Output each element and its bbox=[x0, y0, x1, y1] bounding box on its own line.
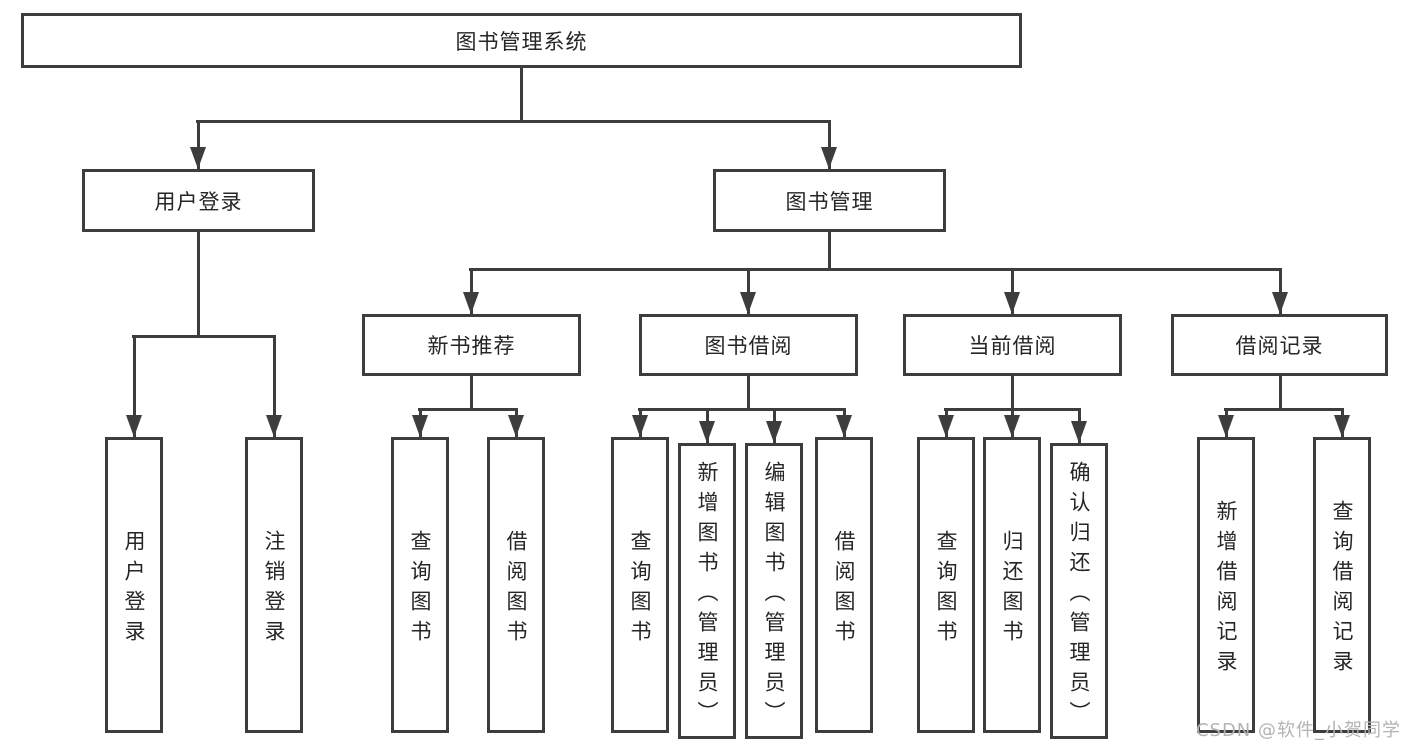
arrowhead-down-icon bbox=[632, 415, 648, 437]
connector-stub-line bbox=[469, 376, 473, 411]
leaf-confirm-return-admin: 确认归还（管理员） bbox=[1050, 443, 1108, 739]
node-label: 确认归还（管理员） bbox=[1067, 460, 1091, 731]
node-label: 借阅记录 bbox=[1235, 334, 1324, 358]
node-label: 新增借阅记录 bbox=[1214, 499, 1238, 680]
connector-drop-line bbox=[827, 120, 831, 169]
node-label: 查询借阅记录 bbox=[1330, 499, 1354, 680]
arrowhead-down-icon bbox=[1334, 415, 1350, 437]
leaf-user-login: 用户登录 bbox=[105, 437, 163, 733]
connector-drop-line bbox=[469, 268, 473, 314]
node-new-book-recommend: 新书推荐 bbox=[362, 314, 581, 376]
node-label: 归还图书 bbox=[1000, 529, 1024, 650]
node-label: 查询图书 bbox=[934, 529, 958, 650]
arrowhead-down-icon bbox=[1004, 292, 1020, 314]
node-label: 用户登录 bbox=[122, 529, 146, 650]
node-label: 编辑图书（管理员） bbox=[762, 460, 786, 731]
node-book-borrowing: 图书借阅 bbox=[639, 314, 858, 376]
connector-bus-line bbox=[469, 268, 1282, 271]
connector-bus-line bbox=[132, 335, 276, 338]
connector-bus-line bbox=[638, 408, 846, 411]
connector-bus-line bbox=[418, 408, 518, 411]
arrowhead-down-icon bbox=[126, 415, 142, 437]
node-label: 新书推荐 bbox=[427, 334, 516, 358]
node-library-management-system: 图书管理系统 bbox=[21, 13, 1022, 68]
leaf-borrow-books-borrowing: 借阅图书 bbox=[815, 437, 873, 733]
connector-drop-line bbox=[746, 268, 750, 314]
node-borrow-records: 借阅记录 bbox=[1171, 314, 1388, 376]
node-label: 图书借阅 bbox=[704, 334, 793, 358]
leaf-add-books-admin: 新增图书（管理员） bbox=[678, 443, 736, 739]
watermark: CSDN @软件_小贺同学 bbox=[1195, 720, 1401, 741]
arrowhead-down-icon bbox=[821, 147, 837, 169]
node-current-borrowing: 当前借阅 bbox=[903, 314, 1122, 376]
arrowhead-down-icon bbox=[766, 421, 782, 443]
node-label: 新增图书（管理员） bbox=[695, 460, 719, 731]
connector-stub-line bbox=[1278, 376, 1282, 411]
leaf-borrow-books-recommend: 借阅图书 bbox=[487, 437, 545, 733]
node-label: 注销登录 bbox=[262, 529, 286, 650]
leaf-return-books: 归还图书 bbox=[983, 437, 1041, 733]
arrowhead-down-icon bbox=[412, 415, 428, 437]
arrowhead-down-icon bbox=[1004, 415, 1020, 437]
connector-drop-line bbox=[1010, 268, 1014, 314]
arrowhead-down-icon bbox=[266, 415, 282, 437]
connector-drop-line bbox=[1278, 268, 1282, 314]
node-label: 图书管理系统 bbox=[455, 29, 588, 54]
arrowhead-down-icon bbox=[463, 292, 479, 314]
arrowhead-down-icon bbox=[938, 415, 954, 437]
arrowhead-down-icon bbox=[508, 415, 524, 437]
node-book-management: 图书管理 bbox=[713, 169, 946, 232]
connector-drop-line bbox=[196, 120, 200, 169]
leaf-query-borrow-record: 查询借阅记录 bbox=[1313, 437, 1371, 733]
leaf-logout-login: 注销登录 bbox=[245, 437, 303, 733]
node-label: 查询图书 bbox=[408, 529, 432, 650]
connector-stub-line bbox=[746, 376, 750, 411]
node-label: 查询图书 bbox=[628, 529, 652, 650]
leaf-add-borrow-record: 新增借阅记录 bbox=[1197, 437, 1255, 733]
arrowhead-down-icon bbox=[1218, 415, 1234, 437]
arrowhead-down-icon bbox=[1272, 292, 1288, 314]
arrowhead-down-icon bbox=[190, 147, 206, 169]
node-label: 当前借阅 bbox=[968, 334, 1057, 358]
connector-bus-line bbox=[196, 120, 831, 123]
node-label: 用户登录 bbox=[154, 189, 243, 214]
arrowhead-down-icon bbox=[740, 292, 756, 314]
connector-bus-line bbox=[1224, 408, 1344, 411]
leaf-query-books-current: 查询图书 bbox=[917, 437, 975, 733]
connector-stub-line bbox=[1010, 376, 1014, 411]
leaf-query-books-borrowing: 查询图书 bbox=[611, 437, 669, 733]
connector-drop-line bbox=[272, 335, 276, 437]
node-label: 借阅图书 bbox=[832, 529, 856, 650]
leaf-query-books-recommend: 查询图书 bbox=[391, 437, 449, 733]
arrowhead-down-icon bbox=[1071, 421, 1087, 443]
connector-stub-line bbox=[827, 232, 831, 271]
node-user-login: 用户登录 bbox=[82, 169, 315, 232]
arrowhead-down-icon bbox=[836, 415, 852, 437]
leaf-edit-books-admin: 编辑图书（管理员） bbox=[745, 443, 803, 739]
connector-stub-line bbox=[519, 68, 523, 123]
connector-drop-line bbox=[132, 335, 136, 437]
node-label: 图书管理 bbox=[785, 189, 874, 214]
arrowhead-down-icon bbox=[699, 421, 715, 443]
node-label: 借阅图书 bbox=[504, 529, 528, 650]
connector-stub-line bbox=[196, 232, 200, 338]
